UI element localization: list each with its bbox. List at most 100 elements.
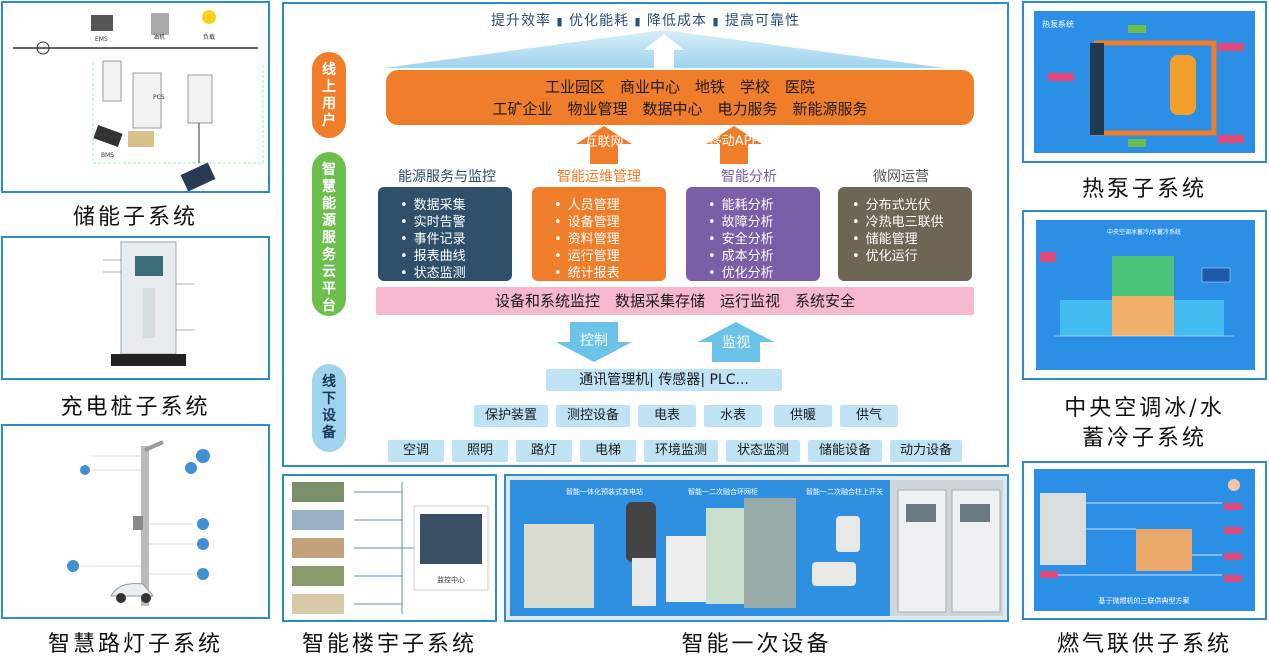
ice-storage-title: 中央空调冰蓄冷/水蓄冷系统	[1107, 228, 1181, 236]
device-lighting: 照明	[452, 440, 508, 462]
storage-bms-label: BMS	[101, 152, 114, 159]
charging-caption: 充电桩子系统	[60, 395, 211, 420]
streetlight-caption: 智慧路灯子系统	[47, 632, 223, 656]
online-users-label: 线上用户	[312, 52, 346, 138]
primary-equipment-diagram: 智能一体化预装式变电站 智能一二次融合环网柜 智能一二次融合柱上开关	[510, 480, 1003, 616]
module-title-maintenance: 智能运维管理	[557, 169, 641, 185]
building-thumbnail: 监控中心	[282, 474, 497, 622]
module-analysis-list: 能耗分析 故障分析 安全分析 成本分析 优化分析	[686, 187, 820, 282]
list-item: 优化分析	[708, 265, 820, 282]
users-line2: 工矿企业 物业管理 数据中心 电力服务 新能源服务	[492, 100, 868, 118]
list-item: 能耗分析	[708, 197, 820, 214]
list-item: 设备管理	[554, 214, 666, 231]
storage-pcs-label: PCS	[153, 94, 165, 101]
module-maintenance: 人员管理 设备管理 资料管理 运行管理 统计报表	[532, 187, 666, 281]
list-item: 故障分析	[708, 214, 820, 231]
slogan-efficiency: 提升效率	[491, 13, 552, 29]
monitor-label: 监视	[722, 335, 750, 351]
list-item: 冷热电三联供	[852, 214, 972, 231]
slogan-separator: ▮	[556, 15, 564, 28]
ice-storage-chart: 中央空调冰蓄冷/水蓄冷系统	[1036, 220, 1255, 370]
primary-equipment-caption: 智能一次设备	[681, 632, 832, 656]
monitor-center-label: 监控中心	[437, 575, 465, 584]
device-elevator: 电梯	[580, 440, 636, 462]
gas-cchp-thumbnail: 基于微燃机的三联供典型方案	[1022, 461, 1267, 620]
list-item: 统计报表	[554, 265, 666, 282]
control-label: 控制	[580, 333, 608, 349]
gas-footer-label: 基于微燃机的三联供典型方案	[1099, 596, 1190, 605]
monitoring-bar: 设备和系统监控 数据采集存储 运行监视 系统安全	[376, 287, 974, 315]
plc: PLC...	[709, 372, 749, 388]
users-bar: 工业园区 商业中心 地铁 学校 医院 工矿企业 物业管理 数据中心 电力服务 新…	[386, 70, 974, 125]
primary-label-ringmain: 智能一二次融合环网柜	[688, 487, 758, 496]
device-gas: 供气	[840, 405, 898, 427]
offline-devices-text: 线下设备	[322, 374, 336, 441]
list-item: 状态监测	[400, 265, 512, 282]
module-maintenance-list: 人员管理 设备管理 资料管理 运行管理 统计报表	[532, 187, 666, 282]
slogan-separator: ▮	[634, 15, 642, 28]
heatpump-diagram: 热泵系统	[1034, 11, 1255, 153]
gas-cchp-caption: 燃气联供子系统	[1056, 632, 1232, 656]
device-water-meter: 水表	[704, 405, 762, 427]
internet-label: 互联网	[584, 135, 624, 150]
storage-thumbnail: EMS 油机 负载 PCS BMS	[1, 1, 270, 193]
list-item: 实时告警	[400, 214, 512, 231]
module-title-microgrid: 微网运营	[873, 169, 929, 185]
module-microgrid: 分布式光伏 冷热电三联供 储能管理 优化运行	[838, 187, 972, 281]
storage-ems-label: EMS	[95, 36, 108, 43]
users-line1: 工业园区 商业中心 地铁 学校 医院	[544, 78, 815, 96]
device-env-monitor: 环境监测	[644, 440, 718, 462]
slogan-separator: ▮	[712, 15, 720, 28]
internet-arrow	[576, 126, 632, 164]
list-item: 人员管理	[554, 197, 666, 214]
device-power: 动力设备	[890, 440, 962, 462]
list-item: 安全分析	[708, 231, 820, 248]
gas-cchp-diagram: 基于微燃机的三联供典型方案	[1034, 469, 1255, 611]
device-aircon: 空调	[388, 440, 444, 462]
energy-platform-panel: 提升效率 ▮ 优化能耗 ▮ 降低成本 ▮ 提高可靠性 线上用户 智慧能源服务云平…	[282, 2, 1009, 467]
platform-label: 智慧能源服务云平台	[312, 152, 346, 316]
device-row1: 通讯管理机| 传感器| PLC...	[546, 369, 782, 391]
streetlight-thumbnail	[1, 424, 270, 619]
slogan-energy: 优化能耗	[569, 13, 630, 29]
list-item: 分布式光伏	[852, 197, 972, 214]
storage-gen-label: 油机	[153, 33, 165, 41]
comm-manager: 通讯管理机	[579, 372, 650, 388]
list-item: 运行管理	[554, 248, 666, 265]
ice-storage-thumbnail: 中央空调冰蓄冷/水蓄冷系统	[1022, 210, 1267, 380]
list-item: 优化运行	[852, 248, 972, 265]
heatpump-thumbnail: 热泵系统	[1022, 1, 1267, 163]
ice-storage-caption-line1: 中央空调冰/水	[1064, 396, 1225, 421]
heatpump-title: 热泵系统	[1042, 19, 1074, 29]
sensor: 传感器	[658, 372, 701, 388]
charging-pile-diagram	[103, 241, 195, 366]
list-item: 事件记录	[400, 231, 512, 248]
device-storage: 储能设备	[808, 440, 882, 462]
roof-triangle	[384, 30, 944, 68]
module-analysis: 能耗分析 故障分析 安全分析 成本分析 优化分析	[686, 187, 820, 281]
slogan-bar: 提升效率 ▮ 优化能耗 ▮ 降低成本 ▮ 提高可靠性	[284, 10, 1007, 30]
slogan-cost: 降低成本	[646, 13, 707, 29]
list-item: 储能管理	[852, 231, 972, 248]
module-energy: 数据采集 实时告警 事件记录 报表曲线 状态监测	[378, 187, 512, 281]
module-microgrid-list: 分布式光伏 冷热电三联供 储能管理 优化运行	[838, 187, 972, 265]
monitor-arrow	[698, 322, 774, 362]
primary-equipment-thumbnail: 智能一体化预装式变电站 智能一二次融合环网柜 智能一二次融合柱上开关	[504, 474, 1009, 622]
module-title-energy: 能源服务与监控	[398, 169, 496, 185]
heatpump-caption: 热泵子系统	[1081, 177, 1207, 202]
primary-label-pole-switch: 智能一二次融合柱上开关	[806, 487, 883, 496]
device-electric-meter: 电表	[638, 405, 696, 427]
list-item: 数据采集	[400, 197, 512, 214]
building-caption: 智能楼宇子系统	[301, 632, 477, 656]
device-protection: 保护装置	[474, 405, 548, 427]
list-item: 报表曲线	[400, 248, 512, 265]
list-item: 资料管理	[554, 231, 666, 248]
primary-label-substation: 智能一体化预装式变电站	[566, 487, 643, 496]
online-users-text: 线上用户	[322, 62, 336, 129]
device-heating: 供暖	[774, 405, 832, 427]
offline-devices-label: 线下设备	[312, 364, 346, 452]
ice-storage-caption-line2: 蓄冷子系统	[1081, 426, 1207, 451]
slogan-reliability: 提高可靠性	[724, 13, 800, 29]
storage-caption: 储能子系统	[72, 205, 198, 230]
device-measure-control: 测控设备	[556, 405, 630, 427]
